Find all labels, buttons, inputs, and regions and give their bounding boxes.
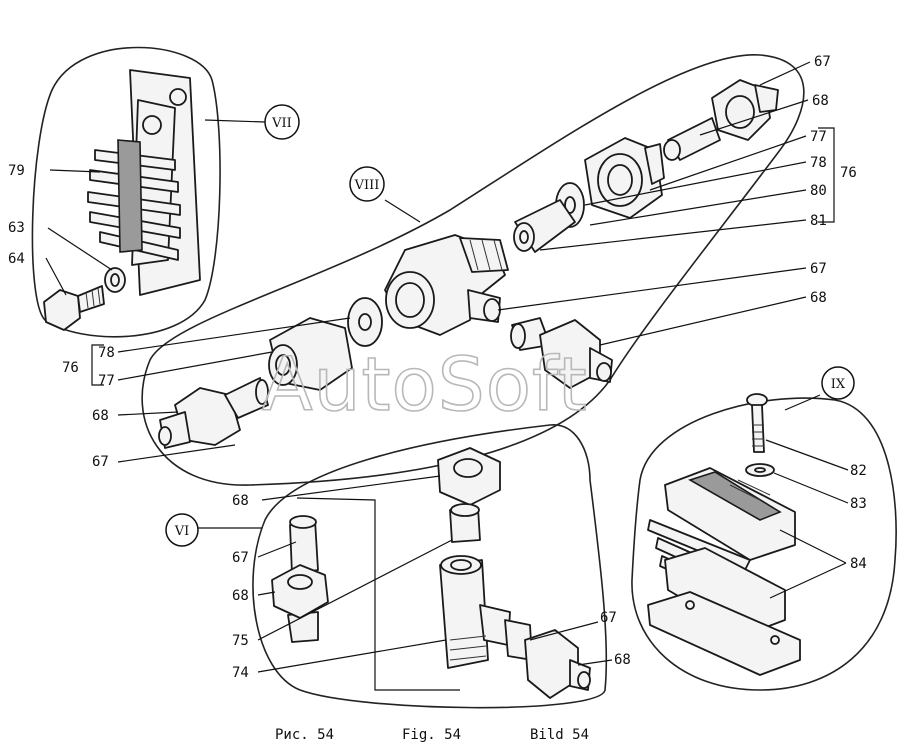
union-nut-68-vi xyxy=(524,629,591,699)
group-vi-outline xyxy=(198,424,608,709)
nut-77-left xyxy=(268,317,353,391)
callout-68-mid: 68 xyxy=(810,290,827,306)
insert-81 xyxy=(513,199,576,253)
callout-68-vi-top: 68 xyxy=(232,493,249,509)
callout-83: 83 xyxy=(850,496,867,512)
callout-74: 74 xyxy=(232,665,249,681)
tee-body xyxy=(384,234,509,336)
group-label-ix: IX xyxy=(831,377,846,392)
bolt-64 xyxy=(43,285,105,331)
caption-ru: Рис. 54 xyxy=(275,727,335,743)
callout-81: 81 xyxy=(810,213,827,229)
union-nut-68-left xyxy=(158,387,241,449)
callout-63: 63 xyxy=(8,220,25,236)
callout-78-left: 78 xyxy=(98,345,115,361)
callout-67-left: 67 xyxy=(92,454,109,470)
callout-67-vi-right: 67 xyxy=(600,610,617,626)
group-tag-vi: VI xyxy=(165,513,199,547)
group-label-viii: VIII xyxy=(354,178,380,193)
callout-67-vi: 67 xyxy=(232,550,249,566)
union-nut-68-vertical xyxy=(271,564,329,619)
leader-lines xyxy=(45,61,849,673)
callout-labels: 67 68 77 78 80 81 76 67 68 79 63 64 78 7… xyxy=(8,54,867,681)
washer-78-left xyxy=(347,297,383,347)
watermark-text: AutoSoft xyxy=(262,342,588,428)
group-label-vi: VI xyxy=(174,524,190,539)
callout-68-vi: 68 xyxy=(232,588,249,604)
washer-63 xyxy=(104,267,126,293)
callout-77-left: 77 xyxy=(98,373,115,389)
callout-64: 64 xyxy=(8,251,25,267)
nut-77-right xyxy=(584,137,665,219)
callout-82: 82 xyxy=(850,463,867,479)
clamp-84-upper xyxy=(664,467,796,561)
callout-67-mid: 67 xyxy=(810,261,827,277)
nut-68-top xyxy=(437,447,501,506)
nipple-67-top xyxy=(663,117,721,161)
group-tag-ix: IX xyxy=(821,366,855,400)
callout-67-top: 67 xyxy=(814,54,831,70)
callout-68-top: 68 xyxy=(812,93,829,109)
screw-82 xyxy=(746,393,768,453)
washer-83 xyxy=(745,463,775,477)
clamp-84-lower xyxy=(647,547,801,676)
group-label-vii: VII xyxy=(271,116,292,131)
callout-75: 75 xyxy=(232,633,249,649)
group-viii-outline xyxy=(141,54,805,486)
group-tag-viii: VIII xyxy=(349,166,385,202)
callout-79: 79 xyxy=(8,163,25,179)
group-tag-vii: VII xyxy=(264,104,300,140)
group-ix-outline xyxy=(631,394,897,691)
pipe-bundle xyxy=(87,139,181,261)
callout-68-left: 68 xyxy=(92,408,109,424)
callout-84: 84 xyxy=(850,556,867,572)
nipple-67-vertical xyxy=(287,515,319,643)
washer-75 xyxy=(449,503,481,543)
union-nut-68-top xyxy=(711,79,779,141)
callout-77-right: 77 xyxy=(810,129,827,145)
group-vii-outline xyxy=(31,46,266,338)
tee-74 xyxy=(439,555,511,669)
callout-78-right: 78 xyxy=(810,155,827,171)
callout-80: 80 xyxy=(810,183,827,199)
callout-68-vi-right: 68 xyxy=(614,652,631,668)
caption-en: Fig. 54 xyxy=(402,727,462,743)
callout-76-left: 76 xyxy=(62,360,79,376)
caption-de: Bild 54 xyxy=(530,727,590,743)
nipple-67-left xyxy=(224,377,269,419)
union-nut-68-mid xyxy=(539,319,613,389)
callout-76-right: 76 xyxy=(840,165,857,181)
